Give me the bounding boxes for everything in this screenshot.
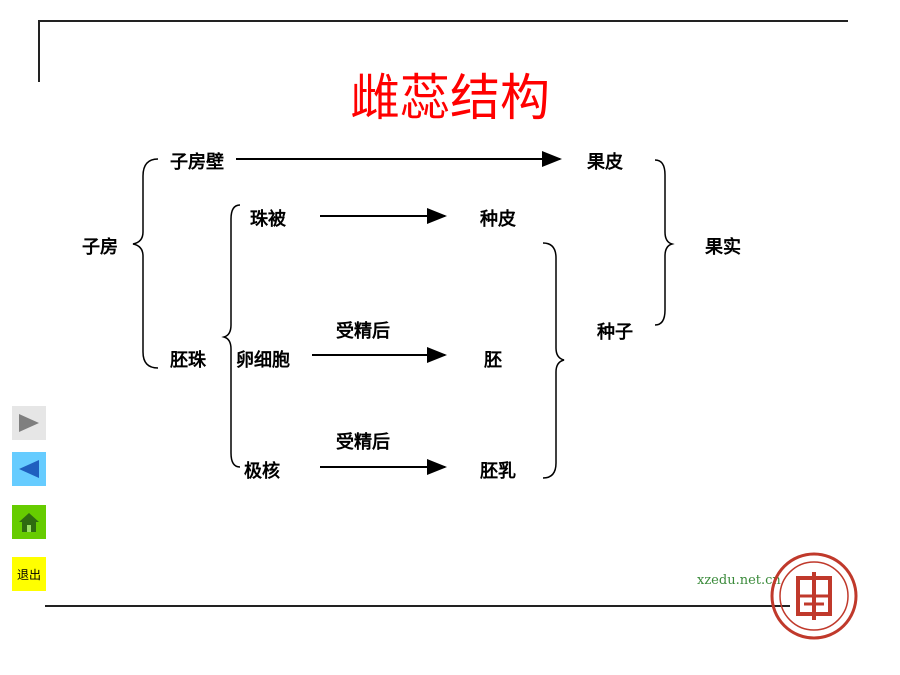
- brace-fruit: [654, 159, 675, 326]
- label-integument: 珠被: [250, 209, 286, 230]
- brace-ovary: [132, 158, 159, 369]
- frame-bottom-line: [45, 605, 790, 607]
- home-icon: [19, 513, 39, 532]
- previous-slide-button[interactable]: [12, 452, 46, 486]
- exit-button[interactable]: 退出: [12, 557, 46, 591]
- label-seed-coat: 种皮: [480, 209, 516, 230]
- label-endosperm: 胚乳: [480, 461, 516, 482]
- home-button[interactable]: [12, 505, 46, 539]
- label-pericarp: 果皮: [587, 152, 623, 173]
- label-polar-nuclei: 极核: [244, 461, 280, 482]
- label-egg-cell: 卵细胞: [236, 350, 290, 371]
- label-seed: 种子: [597, 322, 633, 343]
- label-fruit: 果实: [705, 237, 741, 258]
- watermark-text: xzedu.net.cn: [697, 573, 781, 588]
- label-embryo: 胚: [484, 350, 502, 371]
- slide-title: 雌蕊结构: [350, 69, 550, 127]
- play-right-icon: [19, 414, 39, 432]
- frame-top-line: [38, 20, 848, 22]
- frame-left-line: [38, 20, 40, 82]
- label-ovule: 胚珠: [170, 350, 206, 371]
- label-after-fertilization-2: 受精后: [336, 432, 390, 453]
- next-slide-button[interactable]: [12, 406, 46, 440]
- play-left-icon: [19, 460, 39, 478]
- brace-seed: [542, 242, 565, 479]
- label-ovary-wall: 子房壁: [170, 152, 224, 173]
- label-ovary: 子房: [82, 237, 118, 258]
- label-after-fertilization-1: 受精后: [336, 321, 390, 342]
- brace-ovule: [221, 204, 241, 468]
- university-seal-logo: [770, 552, 858, 640]
